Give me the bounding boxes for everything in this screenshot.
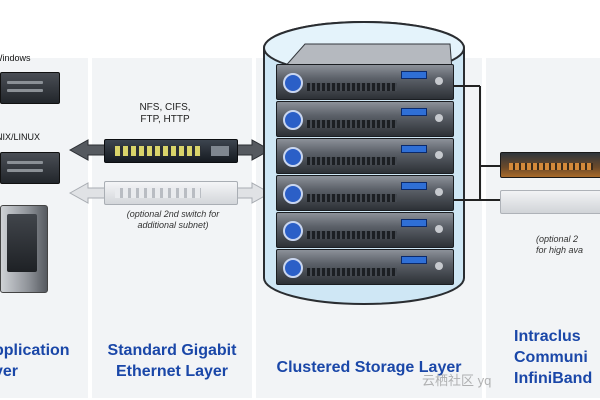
infiniband-switch <box>500 152 600 178</box>
protocol-label: NFS, CIFS, FTP, HTTP <box>139 102 191 125</box>
storage-node <box>276 101 454 137</box>
gigabit-switch <box>104 139 238 163</box>
intracluster-panel <box>486 58 600 398</box>
storage-node <box>276 249 454 285</box>
windows-server <box>0 72 60 104</box>
windows-label: Windows <box>0 53 31 63</box>
tower-workstation <box>0 205 48 293</box>
storage-node <box>276 64 454 100</box>
ethernet-panel <box>92 58 252 398</box>
storage-node <box>276 138 454 174</box>
application-layer-label: pplication yer <box>0 342 70 380</box>
ethernet-layer-label: Standard Gigabit Ethernet Layer <box>107 342 237 380</box>
unix-linux-label: NIX/LINUX <box>0 132 41 142</box>
storage-node <box>276 175 454 211</box>
storage-layer-label: Clustered Storage Layer <box>276 359 462 376</box>
watermark: 云栖社区 yq <box>422 373 492 388</box>
unix-server <box>0 152 60 184</box>
optional-infiniband-note: (optional 2 for high ava <box>536 234 584 255</box>
intracluster-layer-label: Intraclus Communi InfiniBand <box>514 328 593 387</box>
optional-switch-note: (optional 2nd switch for additional subn… <box>126 209 220 230</box>
optional-switch <box>104 181 238 205</box>
storage-node <box>276 212 454 248</box>
optional-infiniband-switch <box>500 190 600 214</box>
